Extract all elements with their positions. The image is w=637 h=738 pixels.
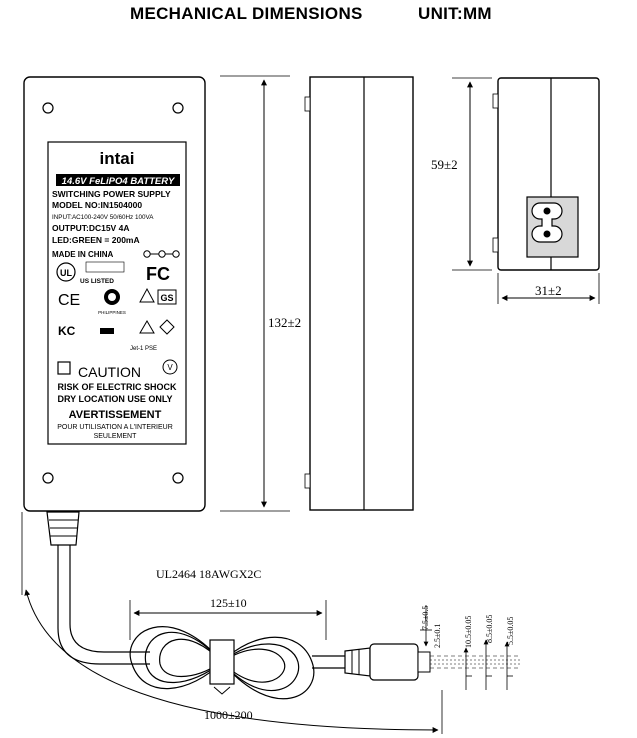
french-line-1: POUR UTILISATION A L'INTERIEUR — [57, 424, 173, 431]
label-line-1: SWITCHING POWER SUPPLY — [52, 189, 171, 199]
plug-dim-c: 10.5±0.05 — [464, 616, 473, 648]
fc-mark-icon: FC — [146, 264, 170, 284]
unit-label: UNIT:MM — [418, 4, 492, 23]
page-title: MECHANICAL DIMENSIONS — [130, 4, 363, 23]
triangle-mark-icon — [139, 287, 155, 303]
figure-8-inlet-icon — [531, 202, 563, 243]
kc-mark-icon: KC — [58, 324, 76, 338]
risk-text: RISK OF ELECTRIC SHOCK — [57, 382, 177, 392]
coil-dimension-text: 125±10 — [210, 596, 247, 610]
ph-mark-icon: PHILIPPINES — [98, 289, 126, 315]
screw-hole-icon — [172, 102, 184, 114]
approval-mark-icon — [85, 261, 125, 273]
cable-length-dimension-text: 1000±200 — [204, 708, 253, 722]
dc-plug-body — [369, 643, 419, 681]
pse-text: Jet-1 PSE — [130, 346, 157, 352]
svg-text:PHILIPPINES: PHILIPPINES — [98, 310, 126, 315]
label-line-2: MODEL NO:IN1504000 — [52, 200, 142, 210]
screw-hole-icon — [172, 472, 184, 484]
plug-dim-e: 5.5±0.05 — [506, 617, 515, 645]
plug-dimensions: 7.5±0.5 2.5±0.1 10.5±0.05 8.5±0.05 5.5±0… — [420, 605, 515, 690]
battery-text: 14.6V FeLiPO4 BATTERY — [62, 176, 176, 187]
label-line-6: MADE IN CHINA — [52, 250, 114, 259]
label-line-4: OUTPUT:DC15V 4A — [52, 223, 129, 233]
cable-coil — [129, 626, 315, 700]
brand-logo: intai — [100, 149, 135, 168]
svg-text:V: V — [167, 363, 173, 372]
ul-listed-text: US LISTED — [80, 278, 114, 285]
efficiency-mark-icon — [162, 359, 178, 375]
plug-dim-d: 8.5±0.05 — [485, 615, 494, 643]
cable-spec-text: UL2464 18AWGX2C — [156, 567, 261, 581]
height-dimension-text: 59±2 — [431, 157, 458, 172]
dc-plug-tip — [417, 651, 431, 673]
dry-location-text: DRY LOCATION USE ONLY — [57, 394, 172, 404]
cable-tie — [209, 639, 235, 685]
adapter-end-view — [492, 77, 600, 271]
french-line-2: SEULEMENT — [94, 433, 138, 440]
plug-dim-b: 2.5±0.1 — [433, 624, 442, 648]
avertissement-text: AVERTISSEMENT — [69, 409, 162, 421]
caution-square-icon — [57, 361, 71, 375]
svg-text:UL: UL — [60, 268, 72, 278]
adapter-side-view — [304, 76, 414, 511]
dc-cable — [46, 511, 520, 700]
label-line-3: INPUT:AC100-240V 50/60Hz 100VA — [52, 214, 154, 221]
screw-hole-icon — [42, 102, 54, 114]
screw-hole-icon — [42, 472, 54, 484]
battery-banner — [56, 174, 180, 186]
bar-mark-icon — [100, 328, 114, 334]
plug-strain-relief — [344, 647, 371, 677]
ce-mark-icon: CE — [58, 292, 80, 309]
gs-mark-icon — [157, 289, 177, 305]
svg-text:GS: GS — [160, 293, 173, 303]
plug-dim-a: 7.5±0.5 — [421, 606, 430, 630]
pse-triangle-icon — [139, 320, 155, 334]
cable-length-dimension-line — [24, 589, 439, 733]
length-dimension-text: 132±2 — [268, 315, 301, 330]
caution-text: CAUTION — [78, 364, 141, 380]
width-dimension-text: 31±2 — [535, 283, 562, 298]
ul-mark-icon: UL US LISTED — [56, 262, 114, 285]
pse-diamond-icon — [159, 319, 175, 335]
polarity-icon — [143, 250, 180, 258]
label-line-5: LED:GREEN = 200mA — [52, 235, 140, 245]
adapter-front-view: intai 14.6V FeLiPO4 BATTERY SWITCHING PO… — [23, 76, 206, 512]
